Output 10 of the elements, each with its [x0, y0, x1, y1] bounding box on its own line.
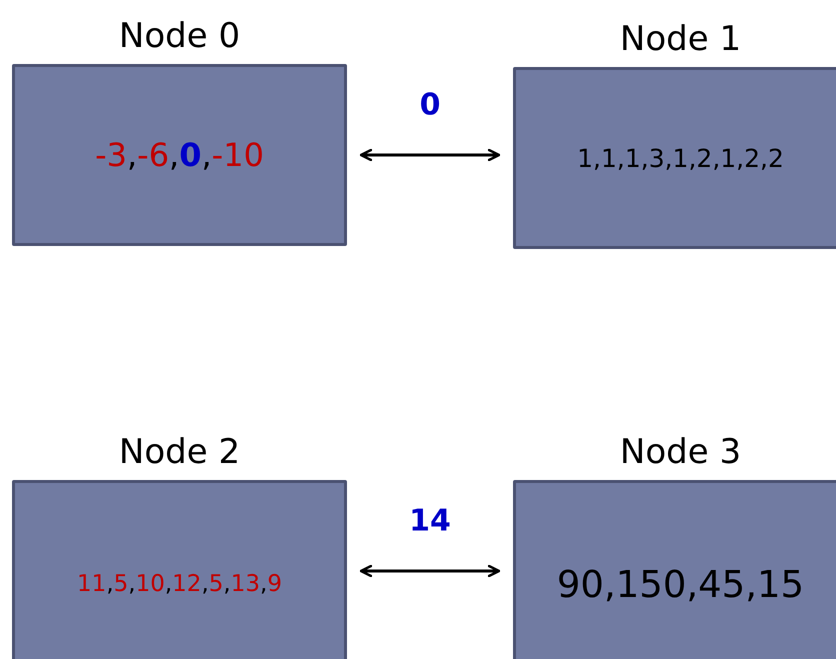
- node-heading: Node 3: [618, 431, 742, 474]
- node-values: 90,150,45,15: [556, 562, 804, 606]
- node-heading: Node 2: [118, 431, 242, 474]
- node-values: 1,1,1,3,1,2,1,2,2: [577, 144, 784, 172]
- node-values: -3,-6,0,-10: [95, 136, 264, 174]
- node-heading: Node 1: [618, 18, 742, 61]
- double-arrow: [360, 564, 500, 578]
- node-values: 11,5,10,12,5,13,9: [77, 571, 282, 597]
- node-heading: Node 0: [118, 15, 242, 58]
- double-arrow: [360, 148, 500, 162]
